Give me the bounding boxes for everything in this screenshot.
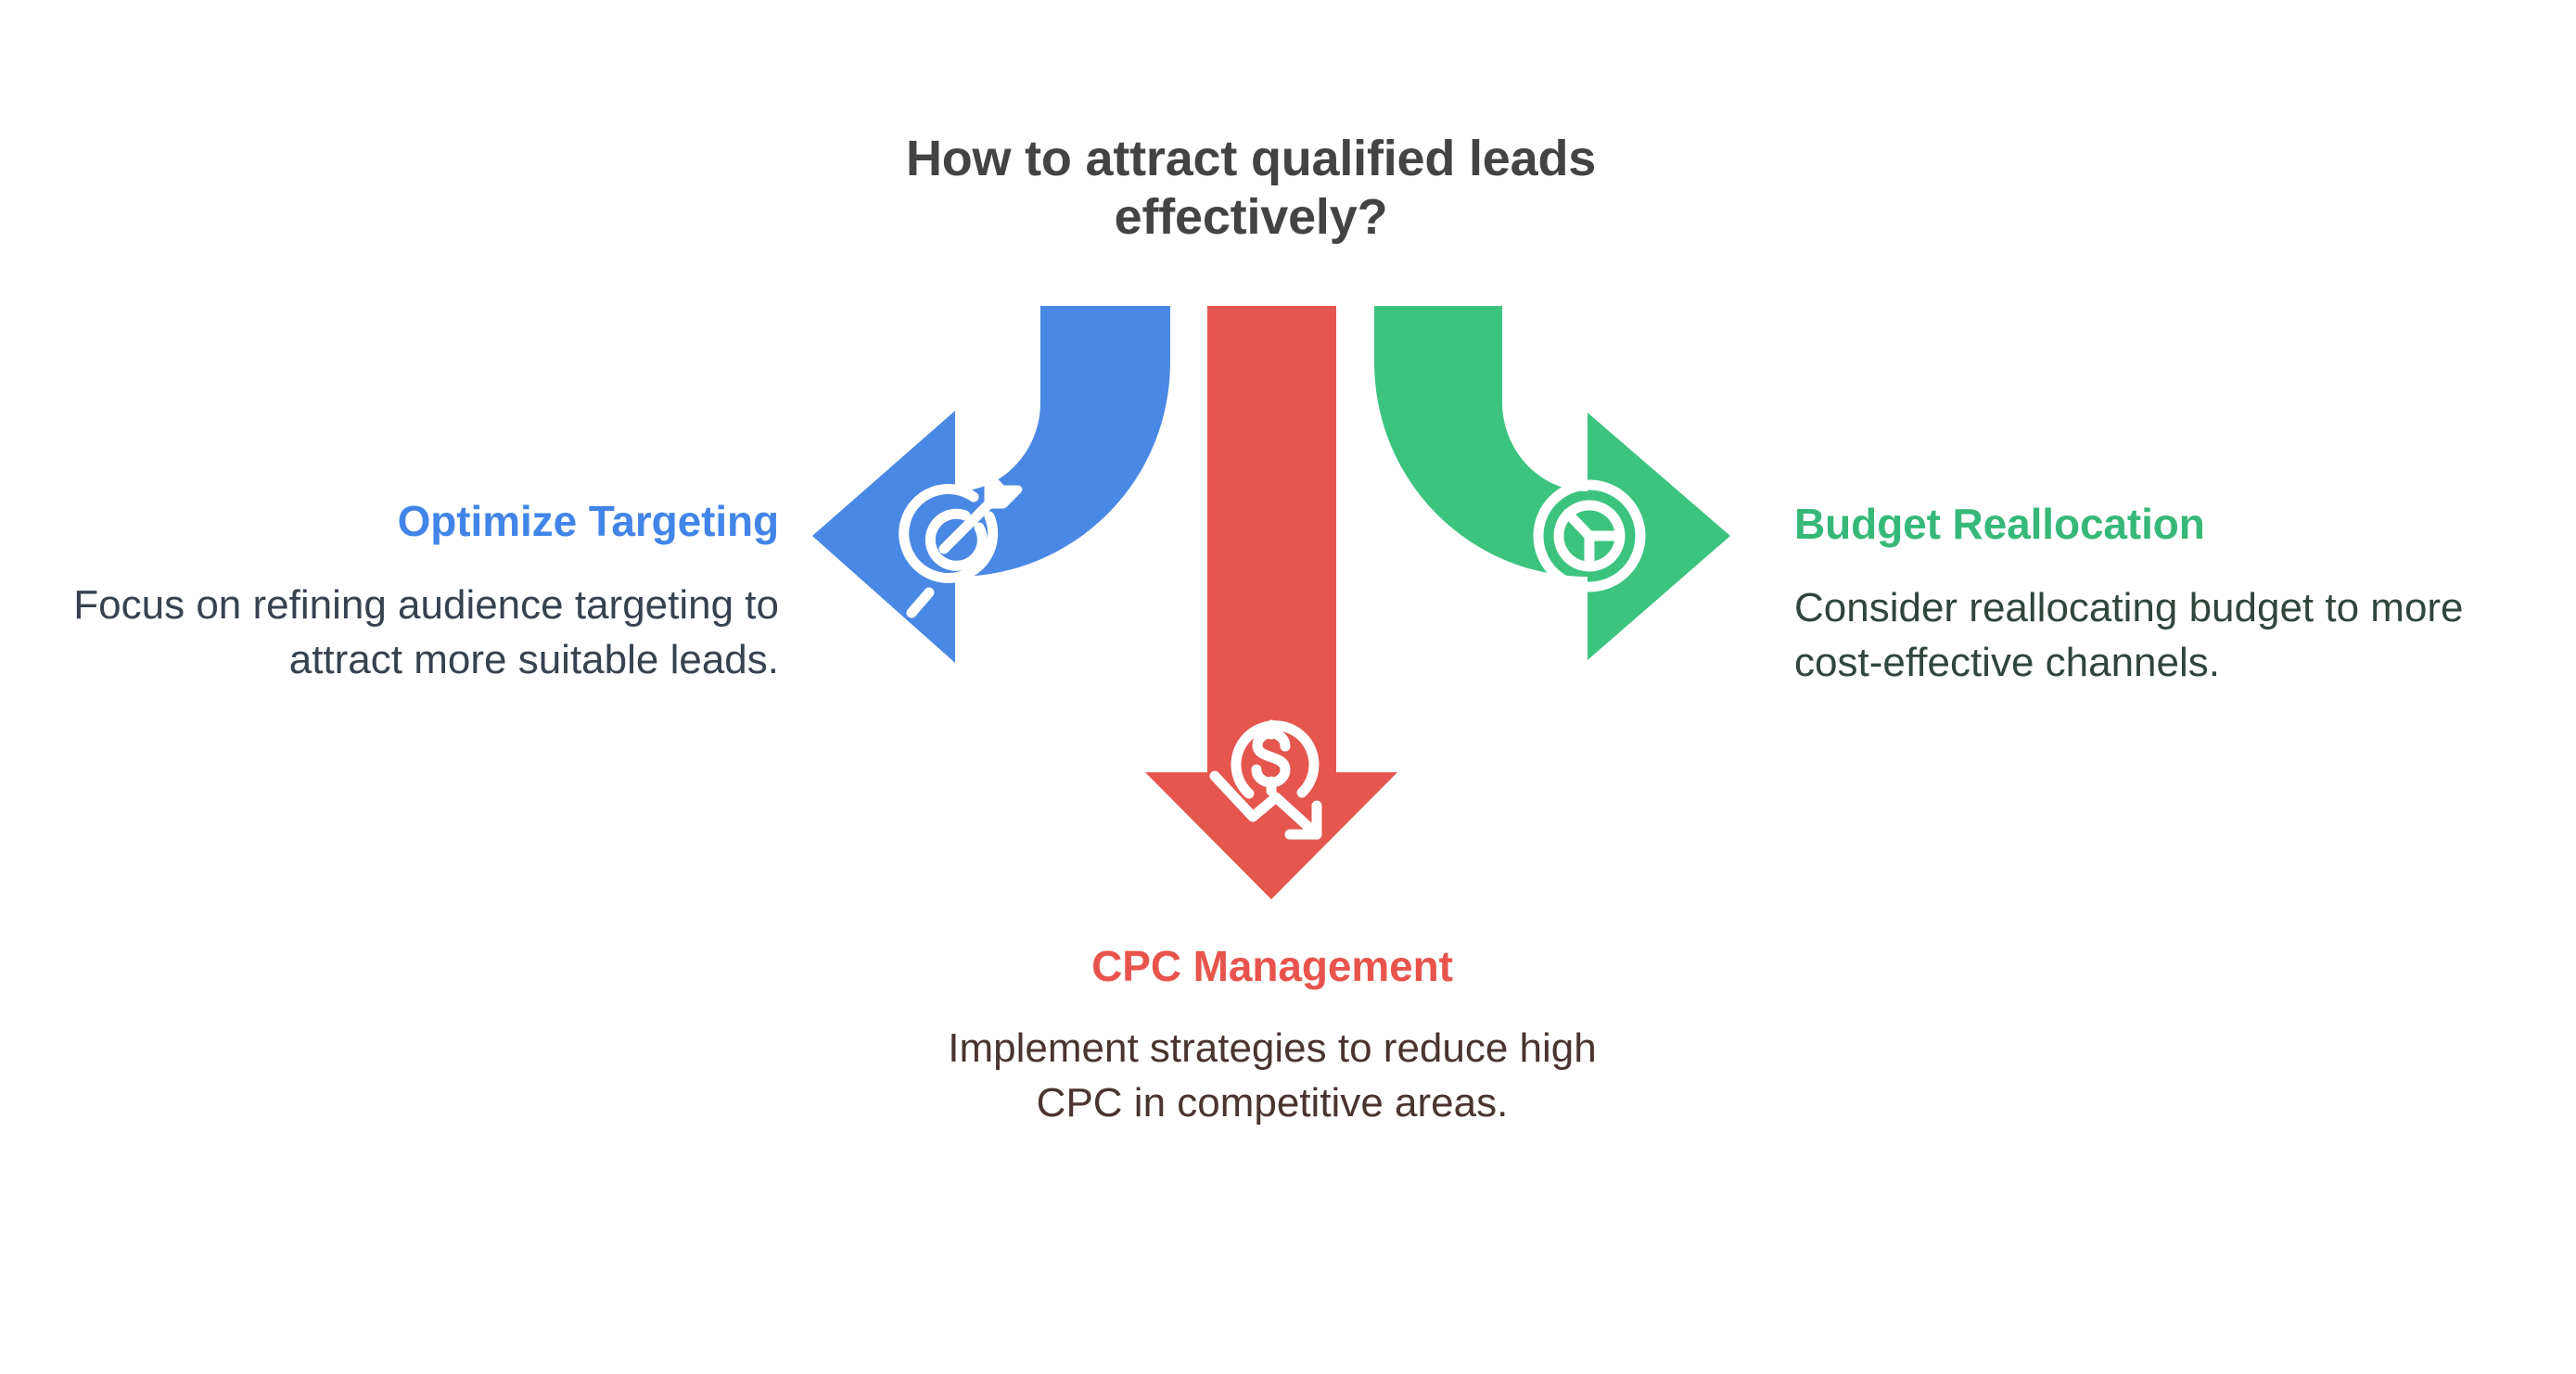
arrow-green-shape (1374, 306, 1730, 660)
arrow-budget-reallocation (1374, 306, 1730, 660)
branch-title-optimize-targeting: Optimize Targeting (397, 497, 779, 545)
arrow-red-shape (1145, 306, 1397, 899)
pie-chart-icon (1533, 479, 1646, 592)
branch-cpc-management: CPC Management Implement strategies to r… (948, 941, 1597, 1131)
branch-title-cpc-management: CPC Management (1091, 942, 1453, 990)
branch-title-budget-reallocation: Budget Reallocation (1794, 500, 2205, 548)
branch-budget-reallocation: Budget Reallocation Consider reallocatin… (1794, 499, 2536, 691)
arrow-optimize-targeting (812, 306, 1170, 663)
arrow-blue-shape (812, 306, 1170, 663)
branch-body-optimize-targeting: Focus on refining audience targeting to … (73, 582, 779, 683)
dollar-declining-trend-icon (1209, 719, 1322, 840)
target-arrow-icon (899, 471, 1023, 618)
branch-body-budget-reallocation: Consider reallocating budget to more cos… (1794, 585, 2464, 686)
branch-body-cpc-management: Implement strategies to reduce high CPC … (948, 1025, 1597, 1126)
arrow-cpc-management (1145, 306, 1397, 899)
branch-optimize-targeting: Optimize Targeting Focus on refining aud… (37, 496, 779, 688)
page-title: How to attract qualified leads effective… (905, 131, 1597, 246)
